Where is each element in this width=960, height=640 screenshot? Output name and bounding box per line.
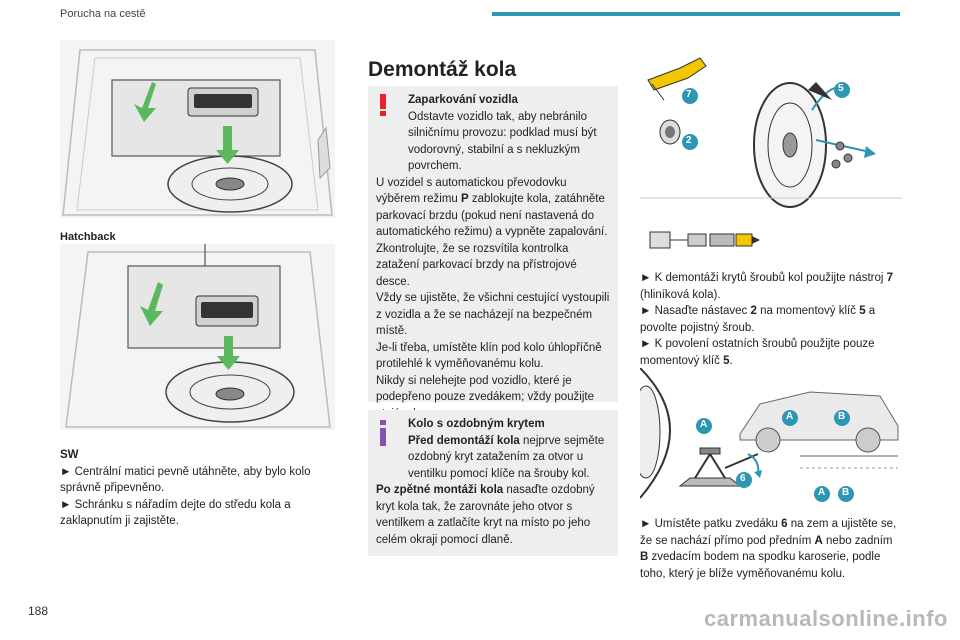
warning-heading: Zaparkování vozidla [408, 94, 518, 106]
step4-text-g: zvedacím bodem na spodku karoserie, podl… [640, 551, 881, 580]
step-loosen-other-bolts: ► K povolení ostatních šroubů použijte p… [640, 336, 902, 369]
sw-trunk-spare-wheel-illustration [60, 244, 335, 430]
warning-line-6: Nikdy si nelehejte pod vozidlo, které je… [376, 374, 595, 420]
step3-wrench-number: 5 [723, 354, 730, 367]
badge-a-jack: A [700, 419, 708, 430]
step-place-jack: ► Umístěte patku zvedáku 6 na zem a ujis… [640, 516, 902, 582]
step3-text-a: ► K povolení ostatních šroubů použijte p… [640, 338, 875, 367]
jack-placement-step: ► Umístěte patku zvedáku 6 na zem a ujis… [640, 516, 902, 582]
header-accent-bar [492, 12, 900, 16]
warning-line-5: Je-li třeba, umístěte klín pod kolo úhlo… [376, 341, 602, 371]
step2-text-a: ► Nasaďte nástavec [640, 305, 751, 317]
warning-line-4: Vždy se ujistěte, že všichni cestující v… [376, 292, 610, 337]
step2-socket-number: 2 [750, 305, 757, 317]
loosen-bolts-steps: ► K demontáži krytů šroubů kol použijte … [640, 270, 902, 369]
page-number: 188 [28, 604, 49, 618]
sw-instructions: SW ► Centrální matici pevně utáhněte, ab… [60, 447, 335, 530]
step4-point-a: A [814, 534, 823, 547]
info-p1-rest: nejprve sejměte ozdobný kryt zatažením z… [408, 434, 605, 480]
step1-text-c: (hliníková kola). [640, 288, 721, 301]
step3-text-c: . [729, 354, 733, 367]
wheel-bolts-illustration: 7 2 5 [640, 40, 902, 208]
sw-step-2: ► Schránku s nářadím dejte do středu kol… [60, 498, 291, 528]
step-attach-socket: ► Nasaďte nástavec 2 na momentový klíč 5… [640, 303, 902, 336]
badge-2: 2 [686, 135, 692, 146]
step4-text-e: nebo zadním [822, 534, 893, 547]
warning-line-1: Odstavte vozidlo tak, aby nebránilo siln… [408, 110, 597, 173]
info-icon [380, 420, 386, 446]
badge-6: 6 [740, 473, 746, 484]
step-remove-bolt-covers: ► K demontáži krytů šroubů kol použijte … [640, 270, 902, 303]
badge-b-car: B [838, 411, 846, 422]
step4-text-a: ► Umístěte patku zvedáku [640, 518, 782, 530]
sw-step-1: ► Centrální matici pevně utáhněte, aby b… [60, 465, 311, 495]
warning-line-2a: U vozidel s automatickou převodovku výbě… [376, 176, 567, 206]
sw-title: SW [60, 449, 79, 461]
warning-line-2c: zablokujte kola, zatáhněte parkovací brz… [376, 193, 608, 238]
info-p1-bold: Před demontáží kola [408, 434, 520, 447]
step2-wrench-number: 5 [859, 305, 866, 317]
tools-sequence-illustration [648, 224, 764, 256]
step1-tool-number: 7 [886, 272, 894, 284]
badge-a-underside: A [818, 487, 826, 498]
info-p2-bold: Po zpětné montáži kola [376, 484, 504, 496]
step1-text-a: ► K demontáži krytů šroubů kol použijte … [640, 272, 887, 284]
step4-text-c: na zem a ujistěte se, že se nachází přím… [640, 518, 897, 547]
caption-hatchback: Hatchback [60, 231, 116, 243]
step2-text-e: a povolte pojistný šroub. [640, 305, 876, 334]
badge-b-underside: B [842, 487, 850, 498]
step4-jack-number: 6 [781, 518, 788, 530]
step2-text-c: na momentový klíč [756, 305, 860, 317]
warning-icon [380, 94, 386, 116]
trunk-spare-wheel-illustration [60, 40, 335, 218]
watermark: carmanualsonline.info [704, 606, 948, 631]
badge-a-car: A [786, 411, 794, 422]
warning-line-3: Zkontrolujte, že se rozsvítila kontrolka… [376, 242, 577, 288]
warning-box-parking: Zaparkování vozidla Odstavte vozidlo tak… [368, 86, 618, 420]
page-header-title: Porucha na cestě [60, 8, 146, 20]
jack-lifting-points-illustration: A 6 A B A B [631, 367, 902, 506]
badge-7: 7 [686, 89, 692, 100]
badge-5: 5 [838, 83, 844, 94]
info-box-hubcap: Kolo s ozdobným krytem Před demontáží ko… [368, 410, 618, 556]
step4-point-b: B [640, 551, 649, 563]
info-heading: Kolo s ozdobným krytem [408, 418, 545, 430]
section-title: Demontáž kola [368, 58, 517, 81]
info-p2-rest: nasaďte ozdobný kryt kola tak, že zarovn… [376, 484, 595, 546]
warning-line-2b: P [461, 193, 469, 205]
